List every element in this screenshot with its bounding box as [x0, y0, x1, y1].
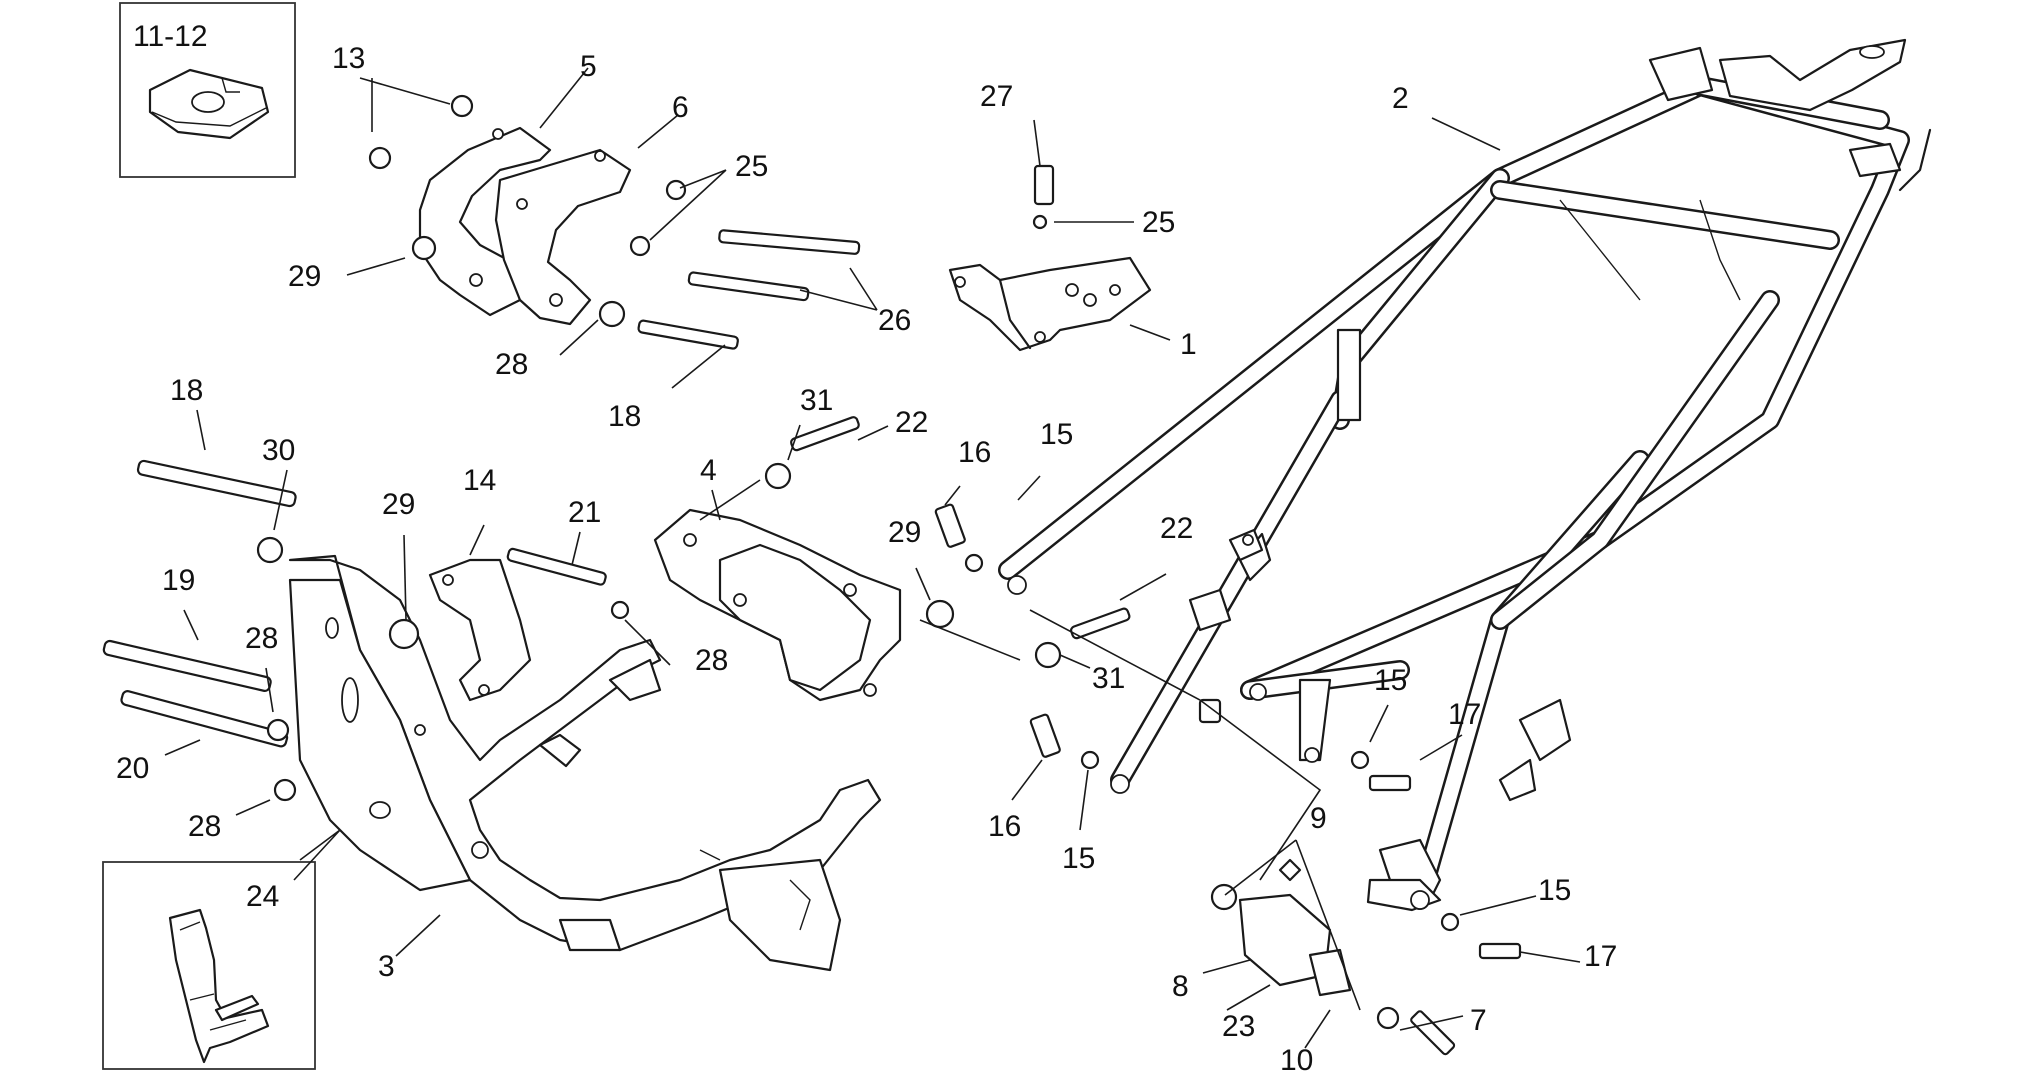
callout-11-12: 11-12: [133, 20, 208, 53]
callout-28-left: 28: [245, 622, 278, 655]
callout-15-top: 15: [1040, 418, 1073, 451]
callout-22-right: 22: [1160, 512, 1193, 545]
callout-6: 6: [672, 91, 689, 124]
callout-labels: 11-12 13 5 6 25 29 26 28 18 27 25 1 2 18…: [116, 20, 1617, 1074]
callout-7: 7: [1470, 1004, 1487, 1037]
callout-18-top: 18: [608, 400, 641, 433]
callout-24: 24: [246, 880, 279, 913]
bracket-1: [948, 256, 1152, 352]
callout-19: 19: [162, 564, 195, 597]
callout-9: 9: [1310, 802, 1327, 835]
hardware: [102, 94, 1522, 1056]
callout-28-mid: 28: [695, 644, 728, 677]
bracket-14: [428, 558, 532, 702]
leader-lines: [164, 67, 1581, 1049]
callout-3: 3: [378, 950, 395, 983]
callout-15-bottom: 15: [1062, 842, 1095, 875]
callout-15-lower: 15: [1538, 874, 1571, 907]
callout-26: 26: [878, 304, 911, 337]
inset-cable-clip: [102, 861, 316, 1070]
callout-4: 4: [700, 454, 717, 487]
callout-14: 14: [463, 464, 496, 497]
inset-clip-nut: [119, 2, 296, 178]
callout-21: 21: [568, 496, 601, 529]
callout-31-top: 31: [800, 384, 833, 417]
callout-29-mid: 29: [888, 516, 921, 549]
main-frame: [998, 38, 1932, 912]
callout-29-top: 29: [288, 260, 321, 293]
callout-13: 13: [332, 42, 365, 75]
callout-28-top: 28: [495, 348, 528, 381]
callout-5: 5: [580, 50, 597, 83]
callout-16-top: 16: [958, 436, 991, 469]
callout-17-lower: 17: [1584, 940, 1617, 973]
callout-25-top: 25: [735, 150, 768, 183]
callout-31-right: 31: [1092, 662, 1125, 695]
callout-2: 2: [1392, 82, 1409, 115]
callout-30: 30: [262, 434, 295, 467]
callout-8: 8: [1172, 970, 1189, 1003]
callout-27: 27: [980, 80, 1013, 113]
callout-16-bottom: 16: [988, 810, 1021, 843]
engine-bracket-pair: [418, 126, 632, 326]
callout-20: 20: [116, 752, 149, 785]
callout-25-right: 25: [1142, 206, 1175, 239]
callout-23: 23: [1222, 1010, 1255, 1043]
callout-28-bottom: 28: [188, 810, 221, 843]
front-cradle: [288, 554, 882, 972]
callout-15-right: 15: [1374, 664, 1407, 697]
engine-mount-4: [653, 508, 902, 702]
callout-1: 1: [1180, 328, 1197, 361]
callout-29-left: 29: [382, 488, 415, 521]
callout-10: 10: [1280, 1044, 1313, 1074]
callout-22-top: 22: [895, 406, 928, 439]
callout-18-left: 18: [170, 374, 203, 407]
callout-17-right: 17: [1448, 698, 1481, 731]
